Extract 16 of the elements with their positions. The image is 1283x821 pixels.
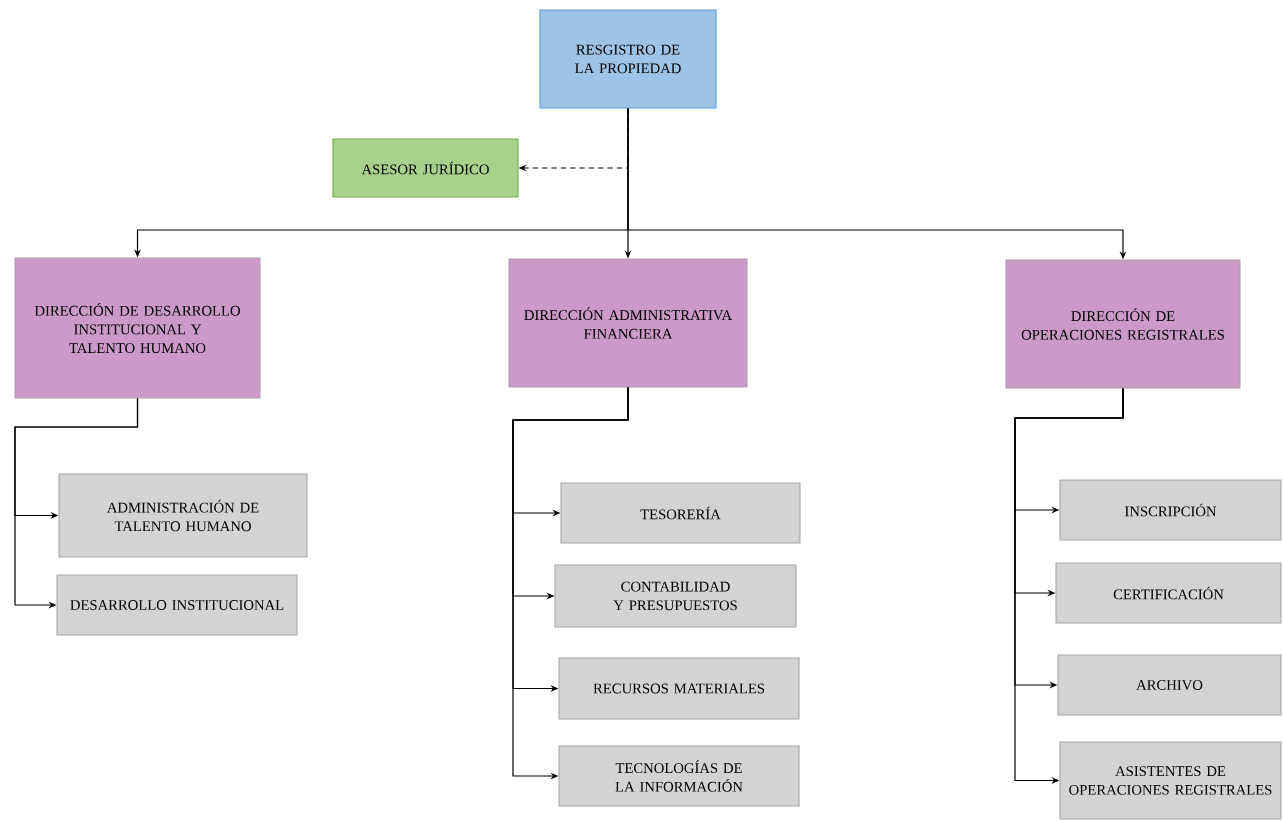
unit-box: ARCHIVO [1057,654,1282,716]
advisor-box: ASESOR JURÍDICO [332,138,519,198]
unit-box: TESORERÍA [560,482,801,544]
head-box: RESGISTRO DE LA PROPIEDAD [539,9,717,109]
connector-arrow [1014,387,1124,784]
unit-box: INSCRIPCIÓN [1059,479,1282,541]
unit-box: TECNOLOGÍAS DE LA INFORMACIÓN [558,745,800,807]
unit-box: RECURSOS MATERIALES [558,657,800,720]
unit-box: DESARROLLO INSTITUCIONAL [56,574,298,636]
unit-box: CERTIFICACIÓN [1055,562,1282,624]
department-box: DIRECCIÓN ADMINISTRATIVA FINANCIERA [508,258,748,388]
unit-box: CONTABILIDAD Y PRESUPUESTOS [554,564,797,628]
department-box: DIRECCIÓN DE DESARROLLO INSTITUCIONAL Y TALENTO HUMANO [14,257,261,399]
unit-box: ADMINISTRACIÓN DE TALENTO HUMANO [58,473,308,558]
department-box: DIRECCIÓN DE OPERACIONES REGISTRALES [1005,259,1241,389]
unit-box: ASISTENTES DE OPERACIONES REGISTRALES [1059,741,1282,820]
